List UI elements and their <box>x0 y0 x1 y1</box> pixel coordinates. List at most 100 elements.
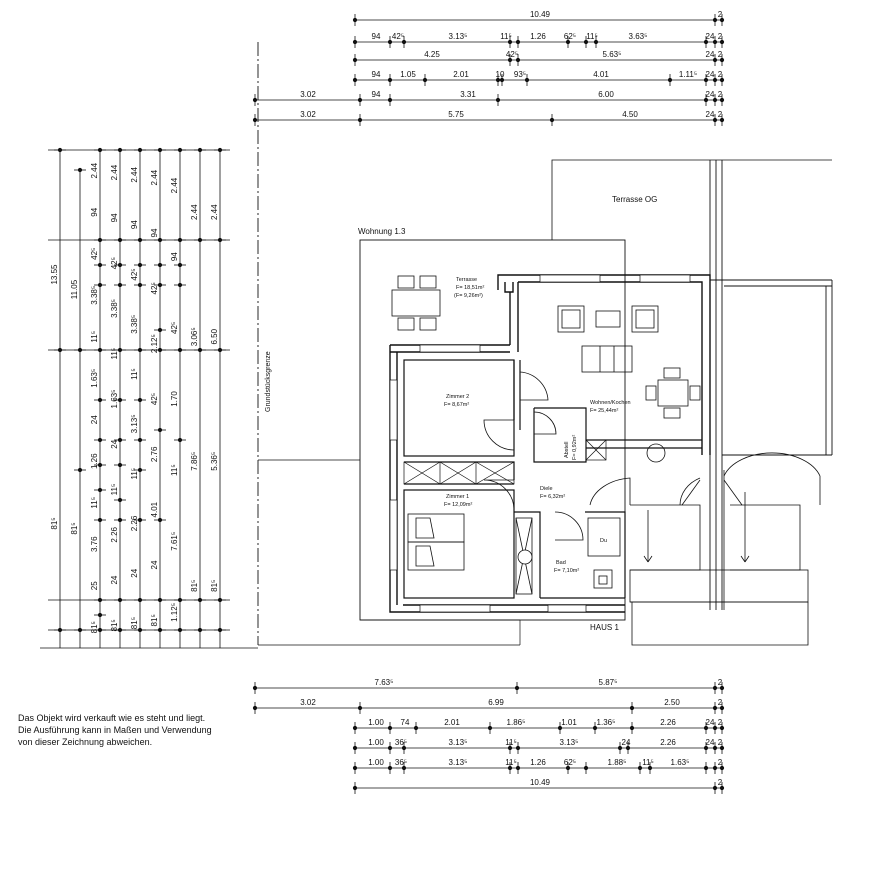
top-dim-label: 4.50 <box>622 110 638 119</box>
stairwells <box>629 452 821 646</box>
left-dim-label: 7.61⁵ <box>170 532 179 551</box>
left-dim-label: 2.12⁵ <box>150 334 159 353</box>
bottom-dim-label: 3.13⁵ <box>449 738 468 747</box>
terrace-og-label: Terrasse OG <box>612 195 657 204</box>
storage-name: Abstell <box>564 441 570 458</box>
bottom-dim-label: 3.13⁵ <box>560 738 579 747</box>
left-dim-label: 2.44 <box>170 177 179 193</box>
top-dim-label: 2.01 <box>453 70 469 79</box>
terrace-area-reduced: (F= 9,26m²) <box>454 293 483 299</box>
room2-area: F= 8,67m² <box>444 402 469 408</box>
left-dim-label: 5.36⁵ <box>210 452 219 471</box>
bath-name: Bad <box>556 560 566 566</box>
left-dim-label: 13.55 <box>50 264 59 285</box>
bottom-dim-label: 3.13⁵ <box>449 758 468 767</box>
left-dim-label: 3.06⁵ <box>190 327 199 346</box>
left-dim-label: 11⁵ <box>90 497 99 509</box>
bottom-dim-label: 2.50 <box>664 698 680 707</box>
top-dim-label: 4.25 <box>424 50 440 59</box>
bottom-dim-label: 6.99 <box>488 698 504 707</box>
bottom-dim-label: 1.26 <box>530 758 546 767</box>
bottom-dim-label: 24 <box>706 738 715 747</box>
top-dim-label: 2 <box>718 70 723 79</box>
left-dim-label: 42⁵ <box>110 257 119 269</box>
bottom-dim-label: 2 <box>718 758 723 767</box>
top-dim-label: 24 <box>706 50 715 59</box>
disclaimer-line-2: Die Ausführung kann in Maßen und Verwend… <box>18 725 212 735</box>
left-dim-label: 7.86⁵ <box>190 452 199 471</box>
bottom-dim-label: 1.01 <box>561 718 577 727</box>
bottom-dim-label: 2 <box>718 778 723 787</box>
left-dim-label: 94 <box>110 213 119 222</box>
top-dim-label: 5.75 <box>448 110 464 119</box>
top-dim-label: 3.63⁵ <box>629 32 648 41</box>
windows <box>389 274 691 613</box>
top-dim-label: 24 <box>706 110 715 119</box>
left-dim-label: 2.44 <box>190 204 199 220</box>
terrace-area: F= 18,51m² <box>456 285 484 291</box>
exterior-walls <box>389 274 711 613</box>
top-dim-label: 2 <box>718 50 723 59</box>
left-dim-label: 11⁵ <box>110 484 119 496</box>
disclaimer-note: Das Objekt wird verkauft wie es steht un… <box>18 712 248 748</box>
bottom-dim-label: 11⁵ <box>505 738 517 747</box>
beds <box>407 513 465 571</box>
bottom-dim-label: 1.00 <box>368 718 384 727</box>
top-dim-label: 6.00 <box>598 90 614 99</box>
building-label: HAUS 1 <box>590 623 619 632</box>
left-dim-label: 2.44 <box>130 167 139 183</box>
left-dim-label: 1.63⁵ <box>110 390 119 409</box>
top-dim-label: 1.05 <box>400 70 416 79</box>
bottom-dim-label: 1.00 <box>368 738 384 747</box>
left-dim-label: 3.76 <box>90 536 99 552</box>
bottom-dim-label: 3.02 <box>300 698 316 707</box>
left-dim-label: 11⁵ <box>130 468 139 480</box>
top-dim-label: 24 <box>706 32 715 41</box>
left-dim-label: 81⁵ <box>150 614 159 626</box>
left-dim-label: 42⁵ <box>170 322 179 334</box>
disclaimer-line-3: von dieser Zeichnung abweichen. <box>18 737 153 747</box>
bottom-dim-label: 2.26 <box>660 718 676 727</box>
bottom-dim-label: 36⁵ <box>395 758 407 767</box>
left-dim-label: 24 <box>130 568 139 577</box>
left-dim-label: 24 <box>90 415 99 424</box>
bottom-dim-label: 11⁵ <box>642 758 654 767</box>
left-dim-label: 81⁵ <box>130 617 139 629</box>
left-dim-label: 2.44 <box>110 164 119 180</box>
left-dim-label: 11⁵ <box>110 348 119 360</box>
left-dim-label: 2.44 <box>210 204 219 220</box>
bottom-dim-label: 74 <box>401 718 410 727</box>
left-dim-label: 3.38⁵ <box>110 299 119 318</box>
top-dim-label: 2 <box>718 32 723 41</box>
bottom-dim-label: 1.00 <box>368 758 384 767</box>
top-dim-label: 24 <box>706 90 715 99</box>
bottom-dim-label: 1.63⁵ <box>671 758 690 767</box>
left-dim-label: 2.26 <box>110 526 119 542</box>
room2-name: Zimmer 2 <box>446 394 469 400</box>
top-dim-label: 11⁵ <box>500 32 512 41</box>
left-dim-label: 24 <box>110 439 119 448</box>
left-dim-label: 81⁵ <box>50 517 59 529</box>
bottom-dim-label: 62⁵ <box>564 758 576 767</box>
left-dim-label: 2.44 <box>150 169 159 185</box>
left-dim-label: 1.70 <box>170 391 179 407</box>
bottom-dim-label: 2 <box>718 678 723 687</box>
unit-outline <box>359 239 626 621</box>
left-dim-label: 81⁵ <box>110 619 119 631</box>
bottom-dim-label: 2.01 <box>444 718 460 727</box>
top-dim-label: 1.11⁵ <box>679 70 697 79</box>
left-dim-label: 81⁵ <box>210 580 219 592</box>
left-dim-label: 94 <box>170 252 179 261</box>
top-dim-label: 94 <box>372 32 381 41</box>
property-boundary-label: Grundstücksgrenze <box>265 351 272 412</box>
living-furniture <box>557 305 701 463</box>
bottom-dim-label: 5.87⁵ <box>599 678 618 687</box>
left-dim-label: 1.26 <box>90 453 99 469</box>
bottom-dim-label: 24 <box>706 718 715 727</box>
top-dim-label: 3.02 <box>300 90 316 99</box>
top-dim-label: 3.02 <box>300 110 316 119</box>
top-dim-label: 62⁵ <box>564 32 576 41</box>
top-dim-label: 42⁵ <box>392 32 404 41</box>
